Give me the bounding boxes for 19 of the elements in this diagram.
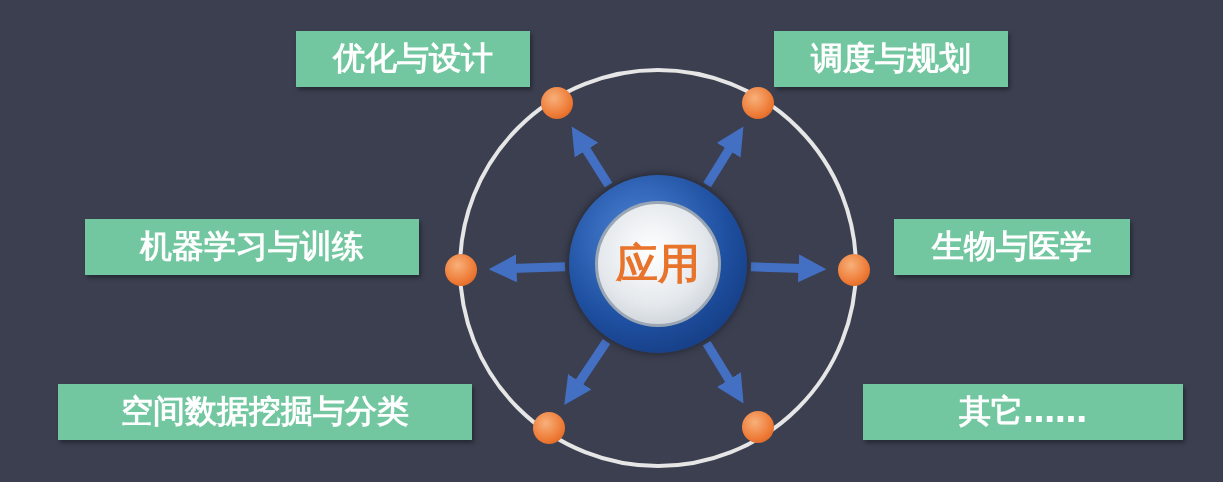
category-label: 优化与设计 <box>296 31 530 87</box>
hub-title: 应用 <box>616 243 700 285</box>
dot-marker <box>533 412 565 444</box>
dot-marker <box>445 254 477 286</box>
dot-marker <box>742 411 774 443</box>
arrow <box>703 126 744 188</box>
category-label: 空间数据挖掘与分类 <box>58 384 472 440</box>
category-label: 调度与规划 <box>774 31 1008 87</box>
arrow <box>564 338 611 405</box>
category-label: 其它…… <box>863 384 1183 440</box>
dot-marker <box>838 254 870 286</box>
category-label: 生物与医学 <box>894 219 1130 275</box>
arrow <box>702 340 744 404</box>
dot-marker <box>742 87 774 119</box>
arrow <box>488 254 566 283</box>
dot-marker <box>541 87 573 119</box>
arrow <box>750 254 827 283</box>
arrow <box>571 126 613 188</box>
category-label: 机器学习与训练 <box>85 219 419 275</box>
